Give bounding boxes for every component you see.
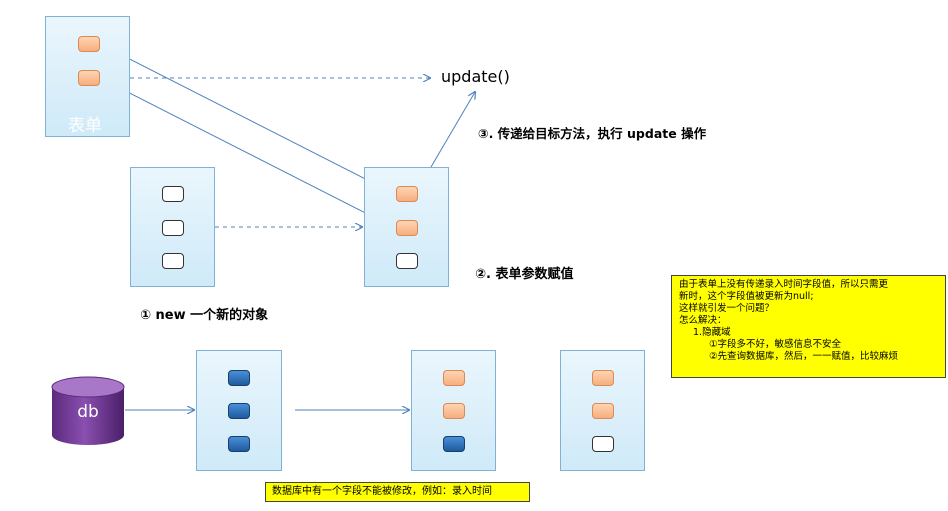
solution-note-line-7: ②先查询数据库，然后，一一赋值，比较麻烦: [709, 351, 899, 362]
form-field-2: [78, 70, 100, 86]
new-object-field-2: [162, 220, 184, 236]
target-field-2: [396, 220, 418, 236]
solution-note: 由于表单上没有传递录入时间字段值，所以只需更 新时，这个字段值被更新为null;…: [671, 275, 946, 378]
result-field-1: [592, 370, 614, 386]
merged-object-panel: [411, 350, 496, 471]
result-field-3: [592, 436, 614, 452]
solution-note-line-2: 新时，这个字段值被更新为null;: [679, 291, 814, 302]
arrow-form-field1-to-target: [99, 43, 393, 193]
loaded-field-2: [228, 403, 250, 419]
form-field-1: [78, 36, 100, 52]
merged-field-3: [443, 436, 465, 452]
step1-label: ① new 一个新的对象: [140, 308, 269, 323]
db-constraint-note: 数据库中有一个字段不能被修改，例如：录入时间: [265, 482, 530, 502]
result-field-2: [592, 403, 614, 419]
update-method-label: update(): [441, 67, 510, 86]
solution-note-line-1: 由于表单上没有传递录入时间字段值，所以只需更: [679, 279, 889, 290]
step3-label: ③. 传递给目标方法，执行 update 操作: [478, 126, 707, 141]
new-object-field-3: [162, 253, 184, 269]
solution-note-line-3: 这样就引发一个问题？: [679, 303, 775, 314]
merged-field-2: [443, 403, 465, 419]
target-object-panel: [364, 167, 449, 287]
solution-note-line-6: ①字段多不好，敏感信息不安全: [709, 339, 842, 350]
form-panel-label: 表单: [68, 116, 102, 136]
new-object-field-1: [162, 186, 184, 202]
loaded-field-1: [228, 370, 250, 386]
solution-note-line-4: 怎么解决：: [679, 315, 727, 326]
arrow-target-to-update: [430, 92, 475, 168]
step2-label: ②. 表单参数赋值: [475, 267, 574, 282]
solution-note-line-5: 1.隐藏域: [693, 327, 731, 338]
form-panel: 表单: [45, 16, 130, 137]
target-field-3: [396, 253, 418, 269]
loaded-field-3: [228, 436, 250, 452]
loaded-object-panel: [196, 350, 282, 471]
database-icon: [51, 376, 125, 445]
database-label: db: [77, 402, 99, 422]
db-constraint-note-text: 数据库中有一个字段不能被修改，例如：录入时间: [272, 486, 492, 497]
target-field-1: [396, 186, 418, 202]
result-object-panel: [560, 350, 645, 471]
merged-field-1: [443, 370, 465, 386]
arrow-form-field2-to-target: [99, 77, 393, 227]
new-object-panel: [130, 167, 215, 287]
